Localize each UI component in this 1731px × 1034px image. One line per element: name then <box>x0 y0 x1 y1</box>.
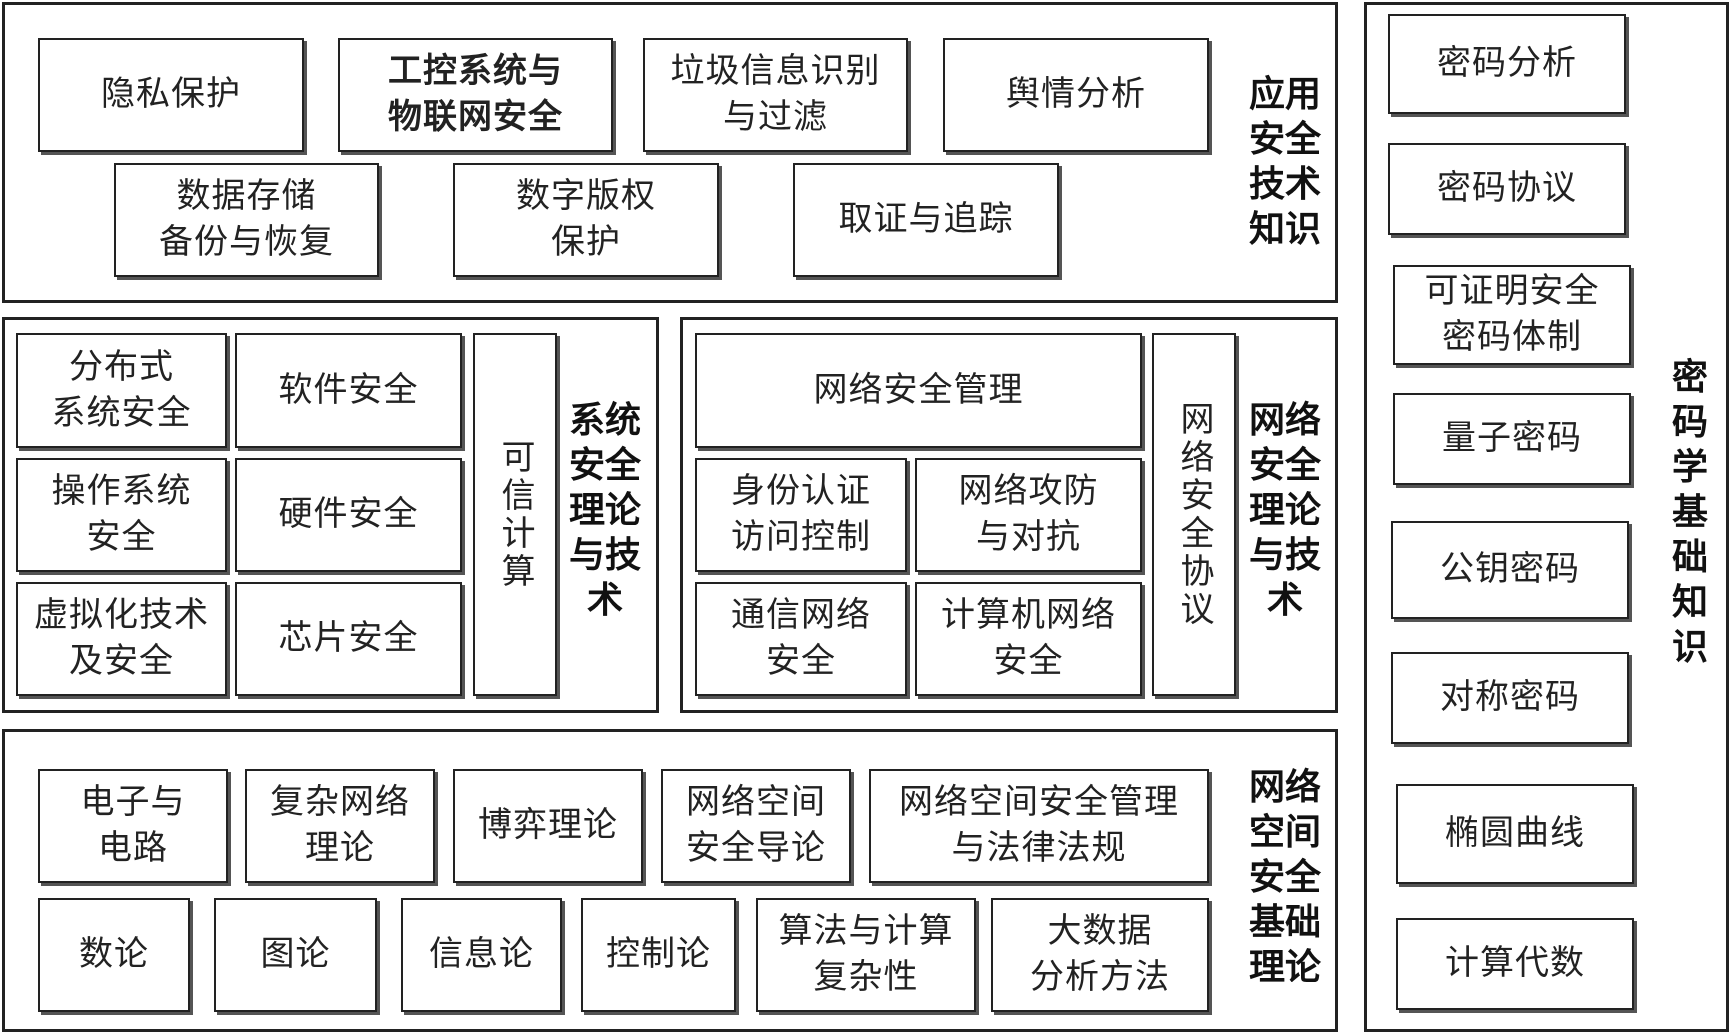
net-item-computer-network: 计算机网络 安全 <box>915 582 1142 696</box>
cryptography-title: 密 码 学 基 础 知 识 <box>1671 357 1708 668</box>
found-item-number-theory: 数论 <box>38 898 190 1012</box>
found-item-graph-theory: 图论 <box>214 898 377 1012</box>
found-item-big-data: 大数据 分析方法 <box>991 898 1209 1012</box>
sys-item-trusted-computing: 可信计算 <box>473 333 557 696</box>
found-item-information-theory: 信息论 <box>401 898 562 1012</box>
crypto-item-computational-algebra: 计算代数 <box>1396 918 1634 1010</box>
net-item-attack-defense: 网络攻防 与对抗 <box>915 458 1142 572</box>
sys-item-hardware: 硬件安全 <box>235 458 462 572</box>
app-item-opinion-analysis: 舆情分析 <box>943 38 1209 152</box>
crypto-item-cryptanalysis: 密码分析 <box>1388 14 1626 114</box>
found-item-control-theory: 控制论 <box>581 898 736 1012</box>
found-item-algorithm-complexity: 算法与计算 复杂性 <box>756 898 976 1012</box>
found-item-complex-network: 复杂网络 理论 <box>245 769 435 883</box>
app-item-spam-filter: 垃圾信息识别 与过滤 <box>643 38 908 152</box>
net-item-communication: 通信网络 安全 <box>695 582 907 696</box>
crypto-item-elliptic-curve: 椭圆曲线 <box>1396 784 1634 884</box>
found-item-management-law: 网络空间安全管理 与法律法规 <box>869 769 1209 883</box>
application-security-title: 应用 安全 技术 知识 <box>1248 74 1321 250</box>
system-security-title: 系统 安全 理论 与技 术 <box>568 400 641 621</box>
sys-item-software: 软件安全 <box>235 333 462 448</box>
found-item-game-theory: 博弈理论 <box>453 769 643 883</box>
net-item-management: 网络安全管理 <box>695 333 1142 448</box>
crypto-item-provable-security: 可证明安全 密码体制 <box>1393 265 1631 365</box>
found-item-electronics: 电子与 电路 <box>38 769 228 883</box>
app-item-digital-rights: 数字版权 保护 <box>453 163 719 277</box>
app-item-ics-iot: 工控系统与 物联网安全 <box>338 38 613 152</box>
sys-item-os: 操作系统 安全 <box>16 458 227 572</box>
net-item-protocol: 网络安全协议 <box>1152 333 1236 696</box>
app-item-forensics: 取证与追踪 <box>793 163 1059 277</box>
found-item-cyberspace-intro: 网络空间 安全导论 <box>661 769 851 883</box>
crypto-item-quantum: 量子密码 <box>1393 393 1631 485</box>
sys-item-distributed: 分布式 系统安全 <box>16 333 227 448</box>
crypto-item-public-key: 公钥密码 <box>1391 521 1629 619</box>
foundation-theory-title: 网络 空间 安全 基础 理论 <box>1248 767 1321 988</box>
net-item-authentication: 身份认证 访问控制 <box>695 458 907 572</box>
crypto-item-symmetric: 对称密码 <box>1391 652 1629 744</box>
app-item-data-backup: 数据存储 备份与恢复 <box>114 163 379 277</box>
crypto-item-protocol: 密码协议 <box>1388 143 1626 235</box>
network-security-title: 网络 安全 理论 与技 术 <box>1248 400 1321 621</box>
app-item-privacy: 隐私保护 <box>38 38 304 152</box>
sys-item-virtualization: 虚拟化技术 及安全 <box>16 582 227 696</box>
sys-item-chip: 芯片安全 <box>235 582 462 696</box>
